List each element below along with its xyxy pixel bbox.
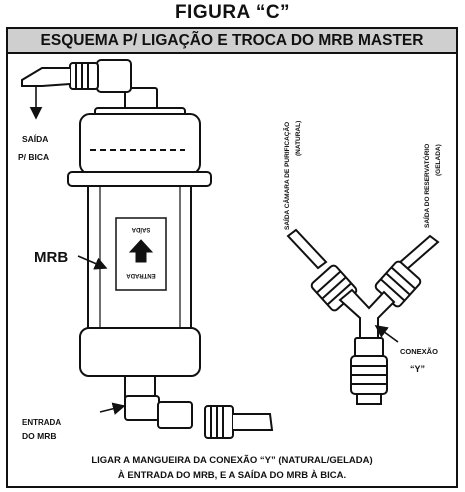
filter-label-entrada: ENTRADA — [126, 272, 156, 278]
label-saida-camara-line2: (NATURAL) — [295, 121, 302, 156]
bottom-cap — [79, 327, 201, 377]
y-connection — [286, 228, 440, 405]
label-conexao: CONEXÃO — [400, 347, 438, 356]
figure-title: FIGURA “C” — [174, 2, 291, 23]
bottom-inlet-stem — [124, 375, 156, 399]
diagram-header: ESQUEMA P/ LIGAÇÃO E TROCA DO MRB MASTER — [6, 27, 458, 54]
top-outlet-elbow — [96, 59, 132, 93]
bica-hose — [21, 67, 71, 87]
label-mrb: MRB — [34, 249, 68, 266]
top-cap — [79, 113, 201, 175]
mrb-filter — [21, 59, 212, 429]
flow-up-arrow-icon — [128, 239, 154, 263]
y-bottom-outlet — [356, 393, 382, 405]
instruction-line-2: À ENTRADA DO MRB, E A SAÍDA DO MRB À BIC… — [118, 470, 346, 481]
label-entrada-mrb-line2: DO MRB — [22, 431, 56, 441]
filter-label-saida: SAÍDA — [131, 226, 150, 234]
bottom-inlet-elbow — [124, 395, 160, 421]
label-saida-bica-line1: SAÍDA — [22, 134, 48, 144]
label-saida-reservatorio-line2: (GELADA) — [435, 144, 442, 176]
label-saida-reservatorio-line1: SAÍDA DO RESERVATÓRIO — [422, 144, 431, 228]
arrow-mrb — [77, 255, 108, 270]
hose-connector-nut — [204, 405, 234, 439]
label-saida-bica-line2: P/ BICA — [18, 152, 49, 162]
inlet-connector — [157, 401, 193, 429]
bica-connector-nut — [69, 62, 99, 90]
label-entrada-mrb-line1: ENTRADA — [22, 418, 61, 427]
hose-y-to-mrb — [204, 405, 274, 439]
top-cap-flange — [67, 171, 212, 187]
y-body — [338, 288, 396, 341]
leader-arrows — [29, 86, 399, 415]
instruction-line-1: LIGAR A MANGUEIRA DA CONEXÃO “Y” (NATURA… — [91, 455, 372, 466]
arrow-entrada-mrb — [99, 402, 126, 415]
label-conexao-y: “Y” — [410, 364, 425, 374]
arrow-conexao-y — [374, 325, 399, 343]
label-saida-camara-line1: SAÍDA CÂMARA DE PURIFICAÇÃO — [282, 122, 291, 230]
y-left-hose — [286, 228, 328, 270]
